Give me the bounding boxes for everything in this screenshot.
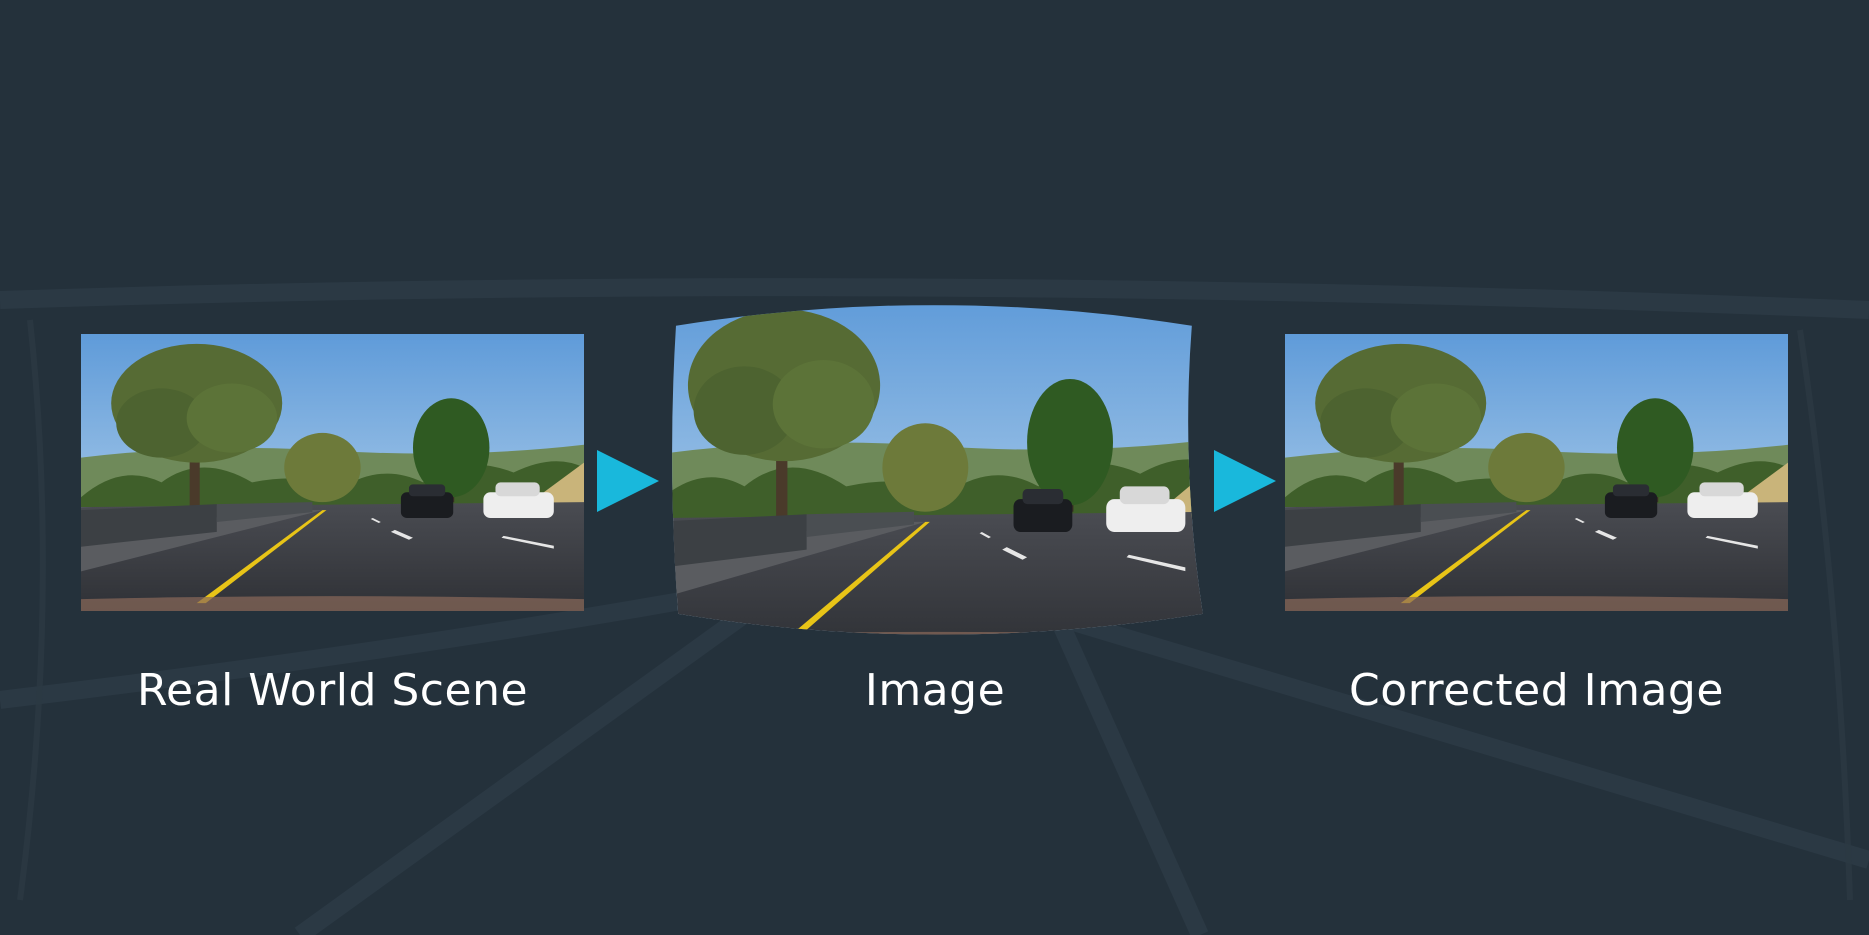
- image-label: Image: [864, 665, 1006, 716]
- corrected-image-label: Corrected Image: [1349, 665, 1724, 716]
- real-world-scene-label: Real World Scene: [136, 665, 529, 716]
- play-arrow-icon: [1214, 450, 1276, 512]
- real-world-scene-photo: [81, 334, 584, 611]
- distorted-image-photo: [672, 305, 1203, 635]
- corrected-image-photo: [1285, 334, 1788, 611]
- play-arrow-icon: [597, 450, 659, 512]
